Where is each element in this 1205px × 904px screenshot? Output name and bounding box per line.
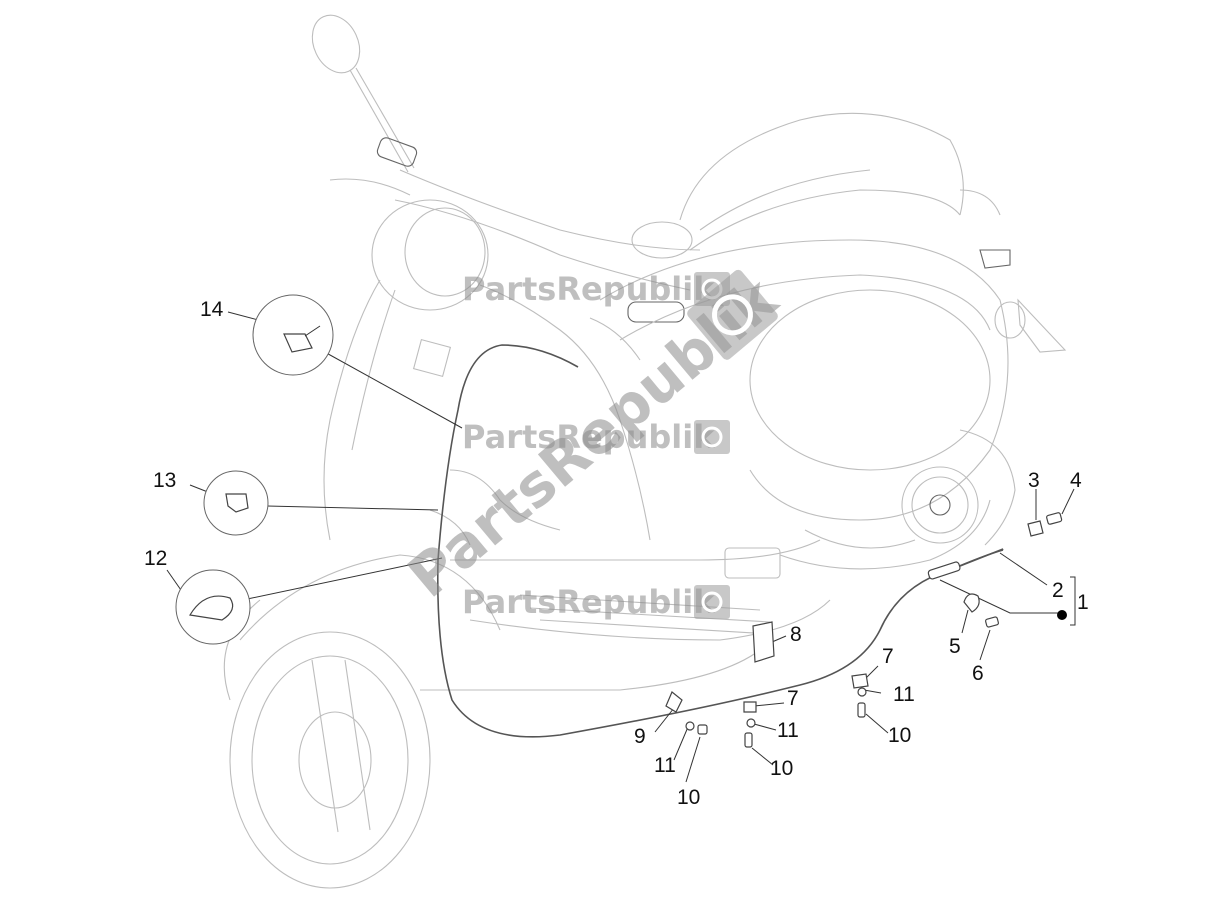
part-3-bushing (1027, 520, 1044, 537)
part-label-10a: 10 (888, 724, 911, 747)
callout-circles (175, 294, 334, 645)
gear-icon (687, 269, 778, 360)
scooter-drawing (223, 14, 1067, 889)
part-4-pin (1046, 512, 1063, 525)
part-11-washer-b (746, 718, 756, 728)
part-11-washer-c (685, 721, 695, 731)
part-7b-clip (743, 701, 757, 713)
part-label-5: 5 (949, 635, 961, 658)
part-5-clamp (963, 593, 980, 613)
watermarks: PartsRepublik PartsRepublik PartsRepubli… (395, 264, 790, 621)
small-parts (665, 512, 1067, 748)
watermark-text: PartsRepublik (462, 270, 715, 308)
part-1-marker (1057, 610, 1067, 620)
part-label-7a: 7 (882, 645, 894, 668)
part-6-screw (985, 616, 999, 628)
leader-lines (166, 311, 1076, 783)
gear-icon (694, 585, 730, 619)
part-label-4: 4 (1070, 469, 1082, 492)
part-label-10c: 10 (677, 786, 700, 809)
part-label-2: 2 (1052, 579, 1064, 602)
watermark-text: PartsRepublik (462, 583, 715, 621)
part-labels: 1 2 3 4 5 6 7 7 8 9 10 10 10 11 11 11 12… (144, 298, 1089, 809)
part-7a-clip (851, 673, 869, 689)
part-label-7b: 7 (787, 687, 799, 710)
part-label-13: 13 (153, 469, 176, 492)
cable-assembly (436, 344, 1004, 738)
part-label-14: 14 (200, 298, 224, 321)
watermark-1: PartsRepublik (462, 270, 730, 308)
part-10-screw-b (744, 732, 753, 748)
part-10-screw-c (697, 724, 708, 735)
part-label-11a: 11 (893, 683, 915, 706)
part-label-1: 1 (1077, 591, 1089, 614)
watermark-text: PartsRepublik (462, 418, 715, 456)
cable-end (959, 548, 1004, 567)
part-label-11b: 11 (777, 719, 799, 742)
part-8-bracket (752, 621, 775, 663)
brake-cable (436, 344, 1004, 738)
part-label-10b: 10 (770, 757, 793, 780)
part-10-screw-a (857, 702, 866, 718)
cable-tie-part (189, 595, 234, 621)
part-label-9: 9 (634, 725, 646, 748)
part-9-spring (665, 691, 683, 713)
watermark-2: PartsRepublik (462, 418, 730, 456)
cable-clip-part (225, 493, 249, 513)
cable-guide-part (283, 333, 313, 353)
gear-icon (694, 420, 730, 454)
part-label-3: 3 (1028, 469, 1040, 492)
part-label-11c: 11 (654, 754, 676, 777)
part-label-12: 12 (144, 547, 167, 570)
part-label-8: 8 (790, 623, 802, 646)
part-11-washer-a (857, 687, 867, 697)
cable-adjuster (927, 561, 961, 580)
watermark-3: PartsRepublik (462, 583, 730, 621)
part-label-6: 6 (972, 662, 984, 685)
